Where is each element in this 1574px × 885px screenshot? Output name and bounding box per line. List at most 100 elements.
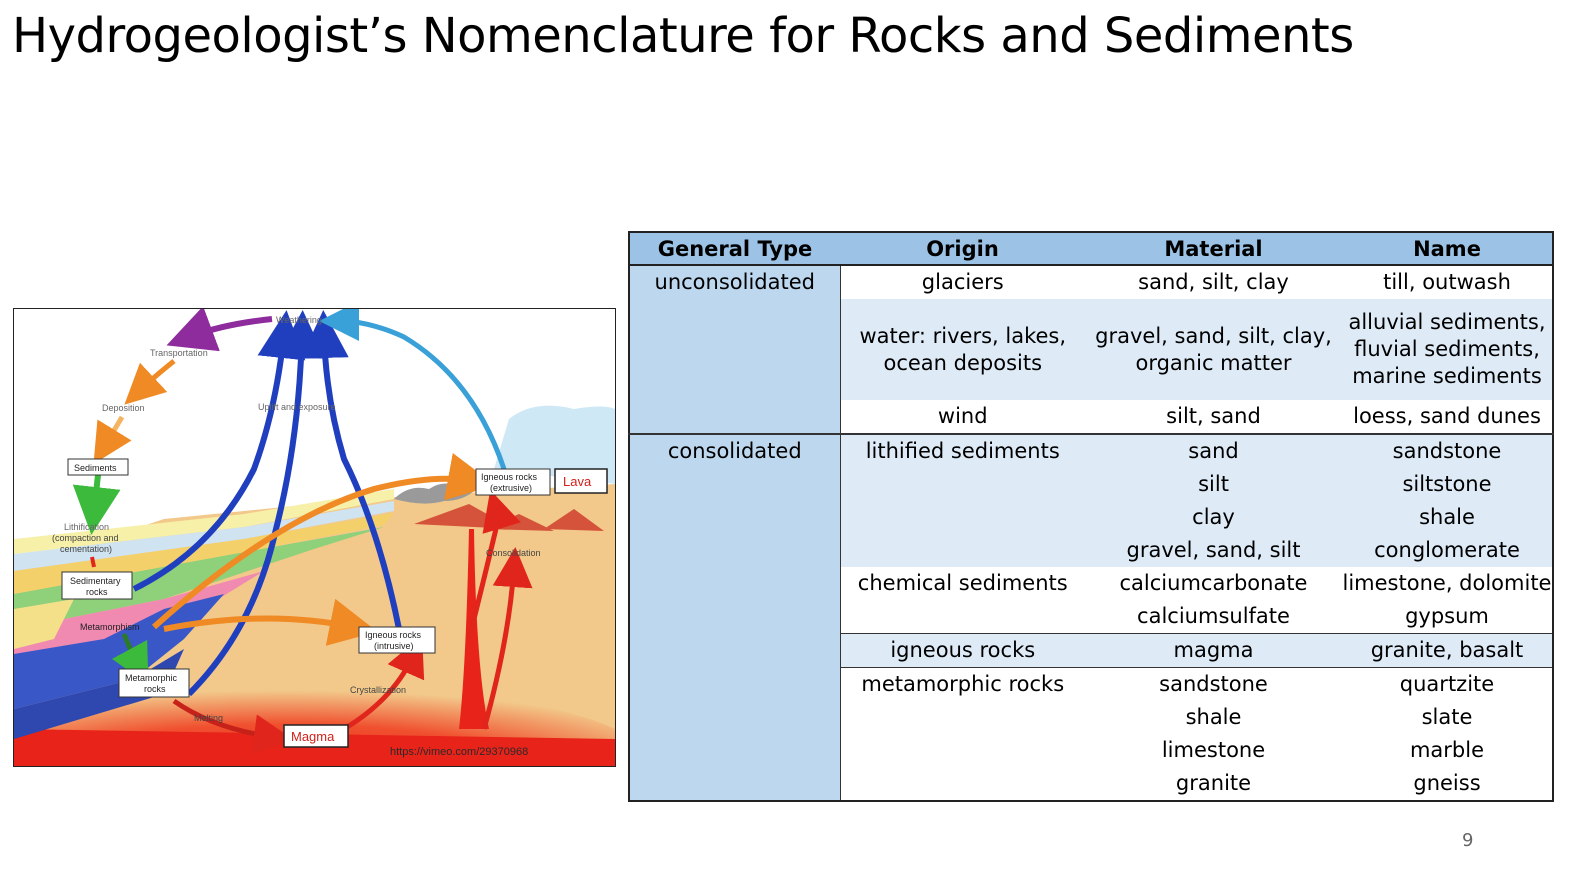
general-type-unconsolidated: unconsolidated xyxy=(629,265,841,434)
material-cell: shale xyxy=(1085,701,1342,734)
material-cell: clay xyxy=(1085,501,1342,534)
label-sedimentary-2: rocks xyxy=(86,587,108,597)
rock-cycle-diagram: Weathering Transportation Deposition Sed… xyxy=(13,308,616,767)
origin-cell xyxy=(840,767,1085,801)
name-cell: conglomerate xyxy=(1342,534,1553,567)
origin-cell xyxy=(840,468,1085,501)
header-name: Name xyxy=(1342,231,1553,266)
table-row: limestone marble xyxy=(629,734,1553,767)
origin-line: ocean deposits xyxy=(883,350,1043,375)
material-cell: limestone xyxy=(1085,734,1342,767)
name-cell: slate xyxy=(1342,701,1553,734)
label-crystallization: Crystallization xyxy=(350,685,406,695)
name-cell: limestone, dolomite xyxy=(1342,567,1553,600)
name-cell: sandstone xyxy=(1342,433,1553,468)
table-row: wind silt, sand loess, sand dunes xyxy=(629,400,1553,434)
table-row: igneous rocks magma granite, basalt xyxy=(629,633,1553,668)
origin-cell xyxy=(840,600,1085,634)
material-cell: sand xyxy=(1085,433,1342,468)
sediments-box xyxy=(67,458,129,476)
material-cell: gravel, sand, silt xyxy=(1085,534,1342,567)
name-line: alluvial sediments, xyxy=(1348,310,1546,334)
igneous-extrusive-box xyxy=(475,468,551,496)
label-lava: Lava xyxy=(563,474,592,489)
label-sediments: Sediments xyxy=(74,463,117,473)
label-melting: Melting xyxy=(194,713,223,723)
material-line: organic matter xyxy=(1135,350,1292,375)
label-lithification-1: Lithification xyxy=(64,522,109,532)
material-cell: granite xyxy=(1085,767,1342,801)
table-row: clay shale xyxy=(629,501,1553,534)
origin-cell: metamorphic rocks xyxy=(840,667,1085,701)
table-header-row: General Type Origin Material Name xyxy=(629,231,1553,266)
general-type-consolidated: consolidated xyxy=(629,433,841,801)
metamorphic-box xyxy=(118,668,190,698)
label-metamorphic-2: rocks xyxy=(144,684,166,694)
material-cell: gravel, sand, silt, clay, organic matter xyxy=(1085,299,1342,400)
source-url: https://vimeo.com/29370968 xyxy=(390,746,528,758)
origin-cell xyxy=(840,734,1085,767)
label-sedimentary-1: Sedimentary xyxy=(70,576,121,586)
label-deposition: Deposition xyxy=(102,403,145,413)
lava-box xyxy=(554,468,608,494)
origin-cell: wind xyxy=(840,400,1085,434)
table-row: water: rivers, lakes, ocean deposits gra… xyxy=(629,299,1553,400)
igneous-intrusive-box xyxy=(358,626,436,654)
label-consolidation: Consolidation xyxy=(486,548,541,558)
origin-line: water: rivers, lakes, xyxy=(859,323,1067,348)
label-metamorphism: Metamorphism xyxy=(80,622,140,632)
label-uplift: Uplift and exposure xyxy=(258,402,336,412)
nomenclature-table: General Type Origin Material Name uncons… xyxy=(628,231,1554,802)
name-cell: quartzite xyxy=(1342,667,1553,701)
material-line: gravel, sand, silt, clay, xyxy=(1095,323,1332,348)
label-lithification-3: cementation) xyxy=(60,544,112,554)
header-general-type: General Type xyxy=(629,231,840,266)
origin-cell xyxy=(840,534,1085,567)
name-cell: loess, sand dunes xyxy=(1342,400,1553,434)
origin-cell xyxy=(840,501,1085,534)
magma-box xyxy=(283,724,349,748)
table-row: shale slate xyxy=(629,701,1553,734)
header-material: Material xyxy=(1085,231,1342,266)
origin-cell: water: rivers, lakes, ocean deposits xyxy=(840,299,1085,400)
material-cell: sandstone xyxy=(1085,667,1342,701)
table-row: granite gneiss xyxy=(629,767,1553,801)
material-cell: silt, sand xyxy=(1085,400,1342,434)
table-row: unconsolidated glaciers sand, silt, clay… xyxy=(629,265,1553,434)
material-cell: sand, silt, clay xyxy=(1085,265,1342,299)
material-cell: calciumcarbonate xyxy=(1085,567,1342,600)
name-line: marine sediments xyxy=(1352,364,1542,388)
name-cell: gneiss xyxy=(1342,767,1553,801)
name-line: fluvial sediments, xyxy=(1354,337,1540,361)
sedimentary-box xyxy=(61,571,133,600)
name-cell: siltstone xyxy=(1342,468,1553,501)
label-lithification-2: (compaction and xyxy=(52,533,119,543)
label-igneous-int-2: (intrusive) xyxy=(374,641,414,651)
table-row: metamorphic rocks sandstone quartzite xyxy=(629,667,1553,701)
table-row: calciumsulfate gypsum xyxy=(629,600,1553,634)
origin-cell: glaciers xyxy=(840,265,1085,299)
origin-cell xyxy=(840,701,1085,734)
name-cell: granite, basalt xyxy=(1342,633,1553,668)
origin-cell: chemical sediments xyxy=(840,567,1085,600)
name-cell: marble xyxy=(1342,734,1553,767)
label-metamorphic-1: Metamorphic xyxy=(125,673,178,683)
material-cell: calciumsulfate xyxy=(1085,600,1342,634)
label-igneous-int-1: Igneous rocks xyxy=(365,630,422,640)
header-origin: Origin xyxy=(840,231,1085,266)
label-igneous-ext-1: Igneous rocks xyxy=(481,472,538,482)
label-igneous-ext-2: (extrusive) xyxy=(490,483,532,493)
label-transportation: Transportation xyxy=(150,348,208,358)
material-cell: magma xyxy=(1085,633,1342,668)
material-cell: silt xyxy=(1085,468,1342,501)
name-cell: alluvial sediments, fluvial sediments, m… xyxy=(1342,299,1553,400)
table-row: chemical sediments calciumcarbonate lime… xyxy=(629,567,1553,600)
origin-cell: lithified sediments xyxy=(840,433,1085,468)
name-cell: gypsum xyxy=(1342,600,1553,634)
origin-cell: igneous rocks xyxy=(840,633,1085,668)
name-cell: till, outwash xyxy=(1342,265,1553,299)
slide-title: Hydrogeologist’s Nomenclature for Rocks … xyxy=(12,8,1354,64)
table-row: silt siltstone xyxy=(629,468,1553,501)
table-row: consolidated lithified sediments sand sa… xyxy=(629,433,1553,801)
label-weathering: Weathering xyxy=(276,315,322,325)
